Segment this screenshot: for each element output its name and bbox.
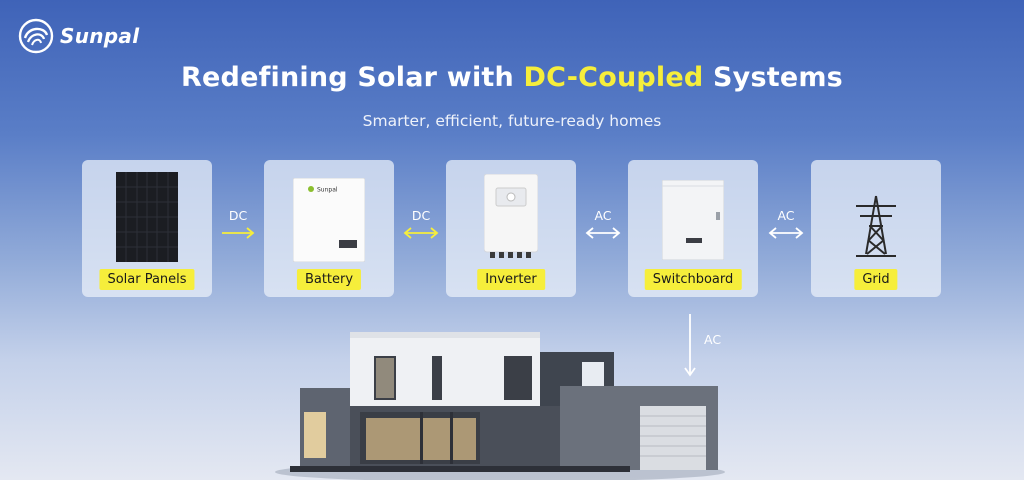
connector-label: AC [777, 208, 795, 223]
switchboard-icon [662, 180, 724, 260]
component-label: Inverter [477, 269, 545, 290]
component-card-inverter: Inverter [446, 160, 576, 297]
swirl-logo-icon [18, 18, 54, 54]
title-prefix: Redefining Solar with [181, 62, 524, 93]
arrow-right-icon [222, 227, 255, 239]
brand-logo: Sunpal [18, 18, 139, 54]
component-card-switchboard: Switchboard [628, 160, 758, 297]
arrow-both-icon [768, 227, 804, 239]
title-suffix: Systems [703, 62, 843, 93]
component-label: Solar Panels [99, 269, 195, 290]
connector-ac-1: AC [583, 208, 623, 244]
brand-name: Sunpal [60, 24, 140, 48]
solar-panel-icon [116, 172, 178, 262]
connector-label: AC [704, 332, 722, 347]
house-illustration [275, 332, 725, 480]
component-label: Battery [296, 269, 362, 290]
page-subtitle: Smarter, efficient, future-ready homes [362, 112, 662, 130]
component-label: Switchboard [644, 269, 742, 290]
connector-label: AC [594, 208, 612, 223]
connector-ac-house: AC [680, 312, 740, 382]
arrow-down-icon [684, 314, 696, 377]
inverter-icon [484, 174, 538, 258]
transmission-tower-icon [856, 195, 896, 257]
battery-icon: Sunpal [293, 178, 365, 262]
component-card-battery: Sunpal Battery [264, 160, 394, 297]
connector-ac-2: AC [766, 208, 806, 244]
connector-dc-1: DC [218, 208, 258, 244]
battery-brand: Sunpal [317, 187, 338, 194]
page-title: Redefining Solar with DC-Coupled Systems [0, 62, 1024, 93]
connector-label: DC [411, 208, 431, 223]
arrow-both-icon [585, 227, 621, 239]
component-card-solar-panels: Solar Panels [82, 160, 212, 297]
connector-dc-2: DC [401, 208, 441, 244]
title-highlight: DC-Coupled [523, 62, 704, 93]
arrow-both-icon [403, 227, 439, 239]
component-label: Grid [854, 269, 898, 290]
connector-label: DC [228, 208, 248, 223]
component-card-grid: Grid [811, 160, 941, 297]
